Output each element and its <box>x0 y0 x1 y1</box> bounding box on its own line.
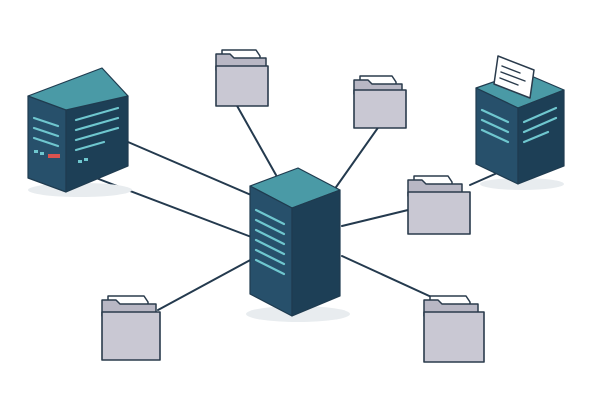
folder-icon <box>407 175 471 235</box>
folder-icon <box>353 75 407 129</box>
connector-left-server-top <box>127 141 259 199</box>
connector-folder-bottom-left <box>157 257 255 311</box>
server-document-icon <box>475 55 565 185</box>
document-icon <box>493 55 535 99</box>
server-rack-icon <box>27 67 129 193</box>
connector-folder-right-mid <box>341 209 409 227</box>
server-tower-icon <box>249 167 341 317</box>
connector-folder-top-left <box>235 103 277 176</box>
folder-icon <box>101 295 161 361</box>
folder-icon <box>423 295 485 363</box>
connector-folder-top-right <box>333 121 383 191</box>
folder-icon <box>215 49 269 107</box>
folders <box>101 49 485 363</box>
right-server-shadow <box>480 178 564 190</box>
connector-folder-bottom-right <box>341 255 439 301</box>
status-indicator-red <box>48 154 60 158</box>
